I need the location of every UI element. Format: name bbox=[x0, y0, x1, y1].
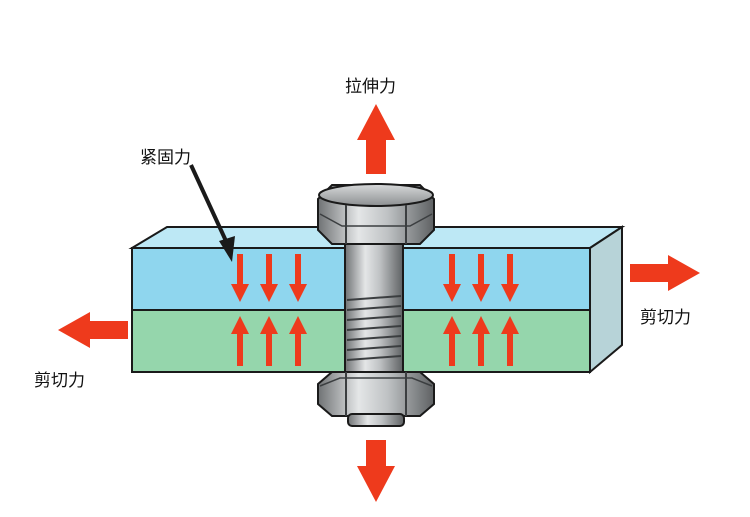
arrow-up-right-1 bbox=[443, 316, 461, 366]
arrow-down-left-3 bbox=[289, 254, 307, 302]
nut bbox=[317, 371, 435, 427]
plate-right-side-face bbox=[589, 225, 623, 375]
bolt-end bbox=[347, 413, 405, 427]
clamping-force-label: 紧固力 bbox=[140, 148, 191, 168]
clamping-pointer bbox=[189, 164, 235, 262]
clamping-arrows bbox=[231, 254, 519, 366]
bolt-thread bbox=[346, 295, 402, 361]
tensile-arrow-up bbox=[357, 104, 395, 174]
tensile-arrow-down bbox=[357, 440, 395, 502]
arrow-down-right-1 bbox=[443, 254, 461, 302]
arrow-up-right-3 bbox=[501, 316, 519, 366]
shear-force-left-label: 剪切力 bbox=[34, 371, 85, 391]
shear-arrow-right bbox=[630, 255, 700, 291]
arrow-up-left-1 bbox=[231, 316, 249, 366]
tensile-force-label: 拉伸力 bbox=[345, 77, 396, 97]
arrow-up-left-2 bbox=[260, 316, 278, 366]
shear-force-right-label: 剪切力 bbox=[640, 308, 691, 328]
arrow-down-left-1 bbox=[231, 254, 249, 302]
arrow-down-right-2 bbox=[472, 254, 490, 302]
arrow-up-right-2 bbox=[472, 316, 490, 366]
bolt-head bbox=[317, 183, 435, 245]
shear-arrow-left bbox=[58, 312, 128, 348]
bolt bbox=[317, 183, 435, 427]
arrow-down-right-3 bbox=[501, 254, 519, 302]
arrow-down-left-2 bbox=[260, 254, 278, 302]
arrow-up-left-3 bbox=[289, 316, 307, 366]
bolt-shank bbox=[344, 231, 404, 375]
